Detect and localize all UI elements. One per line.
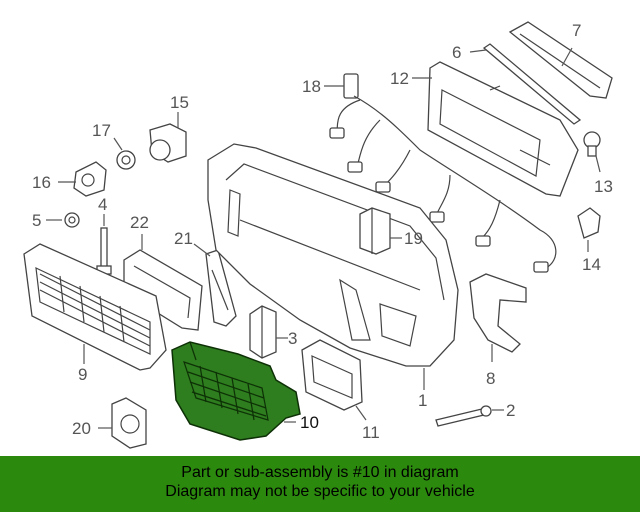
- part-10-grille-insert-highlighted: [171, 341, 301, 441]
- callout-9: 9: [78, 365, 87, 384]
- part-17-ring: [116, 150, 136, 170]
- part-2-pin: [435, 405, 492, 427]
- banner-line-2: Diagram may not be specific to your vehi…: [165, 483, 475, 500]
- part-15-sensor: [149, 123, 187, 163]
- callout-17: 17: [92, 121, 111, 140]
- callout-16: 16: [32, 173, 51, 192]
- callout-4: 4: [98, 195, 107, 214]
- banner-line-1: Part or sub-assembly is #10 in diagram: [181, 464, 459, 481]
- part-3-bracket: [249, 305, 277, 359]
- callout-22: 22: [130, 213, 149, 232]
- part-5-nut: [64, 212, 80, 228]
- callout-14: 14: [582, 255, 601, 274]
- callout-10: 10: [300, 413, 319, 432]
- part-16-bracket: [73, 161, 107, 197]
- part-21-side-bracket: [205, 249, 237, 327]
- part-20-fog-bracket: [111, 397, 147, 449]
- part-9-grille: [23, 243, 167, 371]
- part-14-clip: [577, 207, 601, 239]
- callout-20: 20: [72, 419, 91, 438]
- callout-8: 8: [486, 369, 495, 388]
- callout-3: 3: [288, 329, 297, 348]
- callout-18: 18: [302, 77, 321, 96]
- callout-19: 19: [404, 229, 423, 248]
- part-12-carrier: [427, 61, 579, 197]
- callout-7: 7: [572, 21, 581, 40]
- part-6-strip: [482, 43, 582, 125]
- part-11-fog-cover: [301, 339, 363, 411]
- callout-6: 6: [452, 43, 461, 62]
- callout-5: 5: [32, 211, 41, 230]
- info-banner: Part or sub-assembly is #10 in diagram D…: [0, 456, 640, 512]
- part-8-bracket: [469, 273, 527, 353]
- callout-21: 21: [174, 229, 193, 248]
- part-13-bolt: [583, 131, 601, 157]
- callout-2: 2: [506, 401, 515, 420]
- part-1-bumper-cover: [207, 143, 459, 367]
- callout-12: 12: [390, 69, 409, 88]
- part-7-reinforcement: [508, 21, 613, 99]
- part-4-bolt: [96, 227, 112, 275]
- callout-13: 13: [594, 177, 613, 196]
- part-19-module: [359, 207, 391, 255]
- parts-diagram: 7 6 12 13 18 15: [23, 21, 613, 449]
- callout-15: 15: [170, 93, 189, 112]
- callout-11: 11: [362, 423, 380, 442]
- callout-1: 1: [418, 391, 427, 410]
